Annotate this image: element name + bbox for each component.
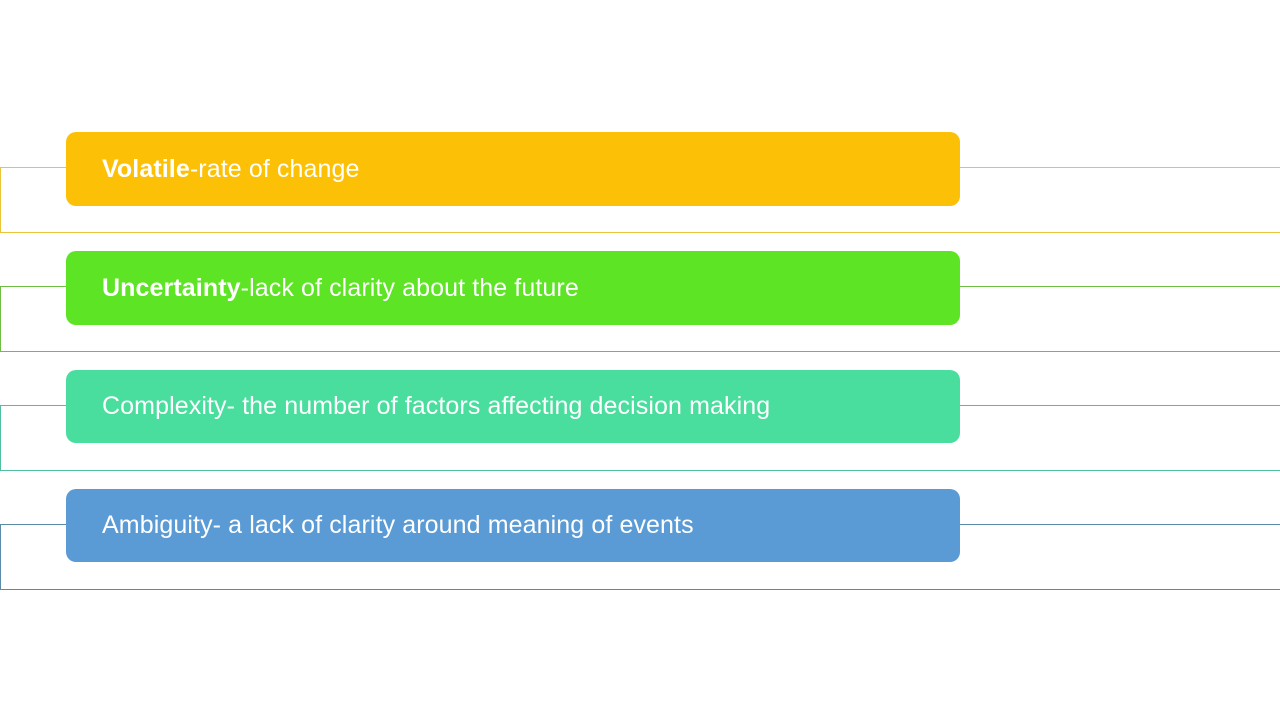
bar-complexity[interactable]: Complexity- the number of factors affect… xyxy=(66,370,960,443)
bar-label-lead-uncertainty: Uncertainty xyxy=(102,273,241,302)
bar-label-ambiguity: Ambiguity- a lack of clarity around mean… xyxy=(102,511,694,540)
bar-label-rest-volatile: -rate of change xyxy=(189,154,360,183)
bar-label-volatile: Volatile-rate of change xyxy=(102,155,360,184)
bar-uncertainty[interactable]: Uncertainty-lack of clarity about the fu… xyxy=(66,251,960,325)
bar-label-lead-complexity: Complexity- xyxy=(102,392,236,421)
bar-label-rest-complexity: the number of factors affecting decision… xyxy=(235,392,771,421)
bar-label-complexity: Complexity- the number of factors affect… xyxy=(102,392,770,421)
bar-label-lead-ambiguity: Ambiguity- xyxy=(102,511,222,540)
bar-label-rest-ambiguity: a lack of clarity around meaning of even… xyxy=(221,511,694,540)
bar-label-rest-uncertainty: -lack of clarity about the future xyxy=(240,273,579,302)
bar-ambiguity[interactable]: Ambiguity- a lack of clarity around mean… xyxy=(66,489,960,562)
bar-label-lead-volatile: Volatile xyxy=(102,154,190,183)
bar-label-uncertainty: Uncertainty-lack of clarity about the fu… xyxy=(102,274,579,303)
bar-volatile[interactable]: Volatile-rate of change xyxy=(66,132,960,206)
